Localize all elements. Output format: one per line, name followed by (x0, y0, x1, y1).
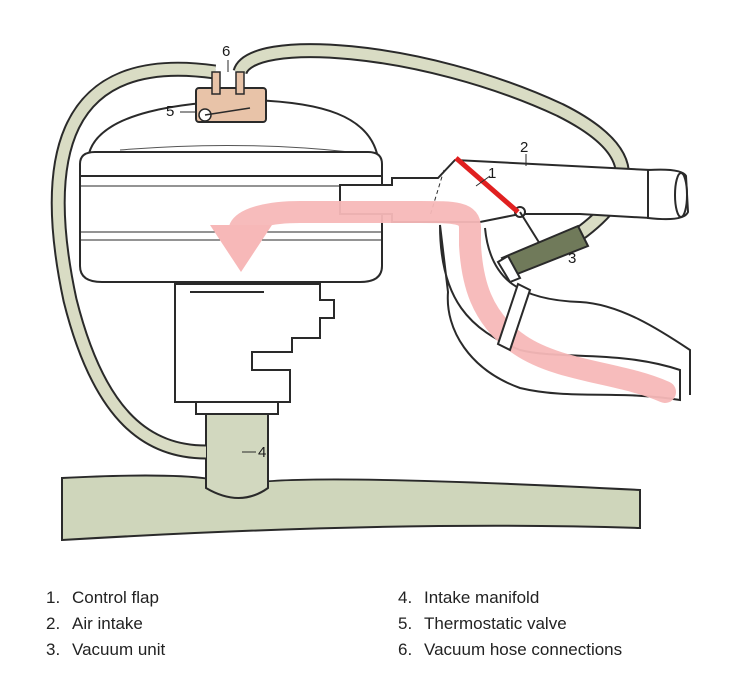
air-cleaner-housing (79, 151, 383, 283)
airflow-arrow-head (210, 225, 272, 272)
control-flap (454, 156, 520, 214)
callout-leader-1 (475, 175, 491, 187)
callout-3: 3 (568, 250, 576, 267)
legend-item-intake-manifold: 4.Intake manifold (398, 588, 540, 607)
legend: 1.Control flap 2.Air intake 3.Vacuum uni… (0, 585, 743, 675)
legend-item-vacuum-hose-connections: 6.Vacuum hose connections (398, 640, 623, 659)
legend-item-thermostatic-valve: 5.Thermostatic valve (398, 614, 567, 633)
intake-mouth-rim (674, 172, 688, 218)
air-cleaner-dome-rib (119, 144, 351, 153)
snorkel-dash (429, 169, 445, 217)
hot-air-duct (439, 224, 681, 402)
thermostatic-valve (195, 71, 267, 123)
legend-column-left: 1.Control flap 2.Air intake 3.Vacuum uni… (46, 585, 165, 663)
carburettor-flange (195, 401, 279, 415)
air-intake-diagram: 1 2 3 4 5 6 (50, 43, 691, 542)
legend-item-control-flap: 1.Control flap (46, 588, 159, 607)
hot-air-duct-lower (484, 227, 691, 395)
callout-6: 6 (222, 43, 230, 60)
airflow-arrow-body (229, 201, 676, 403)
vacuum-hose-left (52, 63, 216, 458)
duct-clamp (496, 282, 532, 352)
callout-5: 5 (166, 103, 174, 120)
carburettor-body (174, 283, 335, 413)
legend-item-air-intake: 2.Air intake (46, 614, 143, 633)
vacuum-unit (496, 211, 590, 284)
legend-column-right: 4.Intake manifold 5.Thermostatic valve 6… (398, 585, 622, 663)
callout-1: 1 (488, 165, 496, 182)
intake-manifold (61, 474, 641, 542)
callout-4: 4 (258, 444, 266, 461)
callout-2: 2 (520, 139, 528, 156)
manifold-riser (205, 411, 269, 499)
legend-item-vacuum-unit: 3.Vacuum unit (46, 640, 166, 659)
